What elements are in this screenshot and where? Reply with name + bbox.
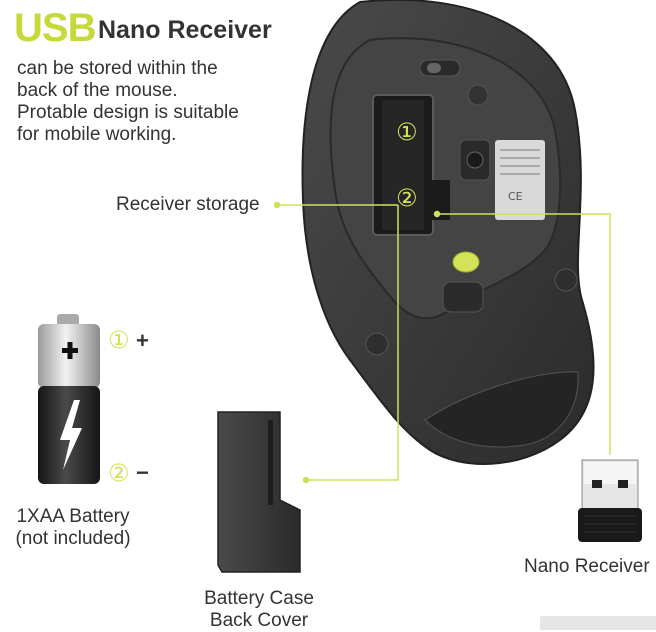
battery-label: 1XAA Battery (not included) — [4, 506, 142, 550]
callout-lines — [273, 201, 611, 484]
battery-label-line2: (not included) — [15, 528, 131, 549]
title-brand: USB — [14, 6, 96, 50]
page-title: Nano Receiver — [98, 16, 272, 44]
receiver-storage-label: Receiver storage — [116, 194, 260, 215]
plus-sign: + — [136, 328, 149, 353]
svg-text:CE: CE — [508, 190, 523, 203]
description: can be stored within the back of the mou… — [17, 58, 277, 146]
slot-2-marker: ② — [396, 185, 418, 212]
nano-receiver-label: Nano Receiver — [524, 556, 650, 577]
description-line: can be stored within the — [17, 58, 218, 79]
battery-cover — [217, 411, 301, 573]
slot-1-marker: ① — [396, 119, 418, 146]
description-line: Protable design is suitable — [17, 102, 239, 123]
cover-label-line1: Battery Case — [204, 588, 314, 609]
cover-label: Battery Case Back Cover — [194, 588, 324, 632]
battery-label-line1: 1XAA Battery — [16, 506, 130, 527]
aa-battery — [38, 314, 100, 484]
description-line: back of the mouse. — [17, 80, 178, 101]
terminal-1-marker: ① — [108, 327, 130, 354]
description-line: for mobile working. — [17, 124, 177, 145]
footer-band — [540, 616, 656, 630]
terminal-2-marker: ② — [108, 460, 130, 487]
cover-label-line2: Back Cover — [209, 610, 309, 631]
nano-receiver-device — [578, 459, 642, 542]
minus-sign: − — [136, 460, 149, 485]
mouse-bottom: CE — [301, 0, 595, 465]
